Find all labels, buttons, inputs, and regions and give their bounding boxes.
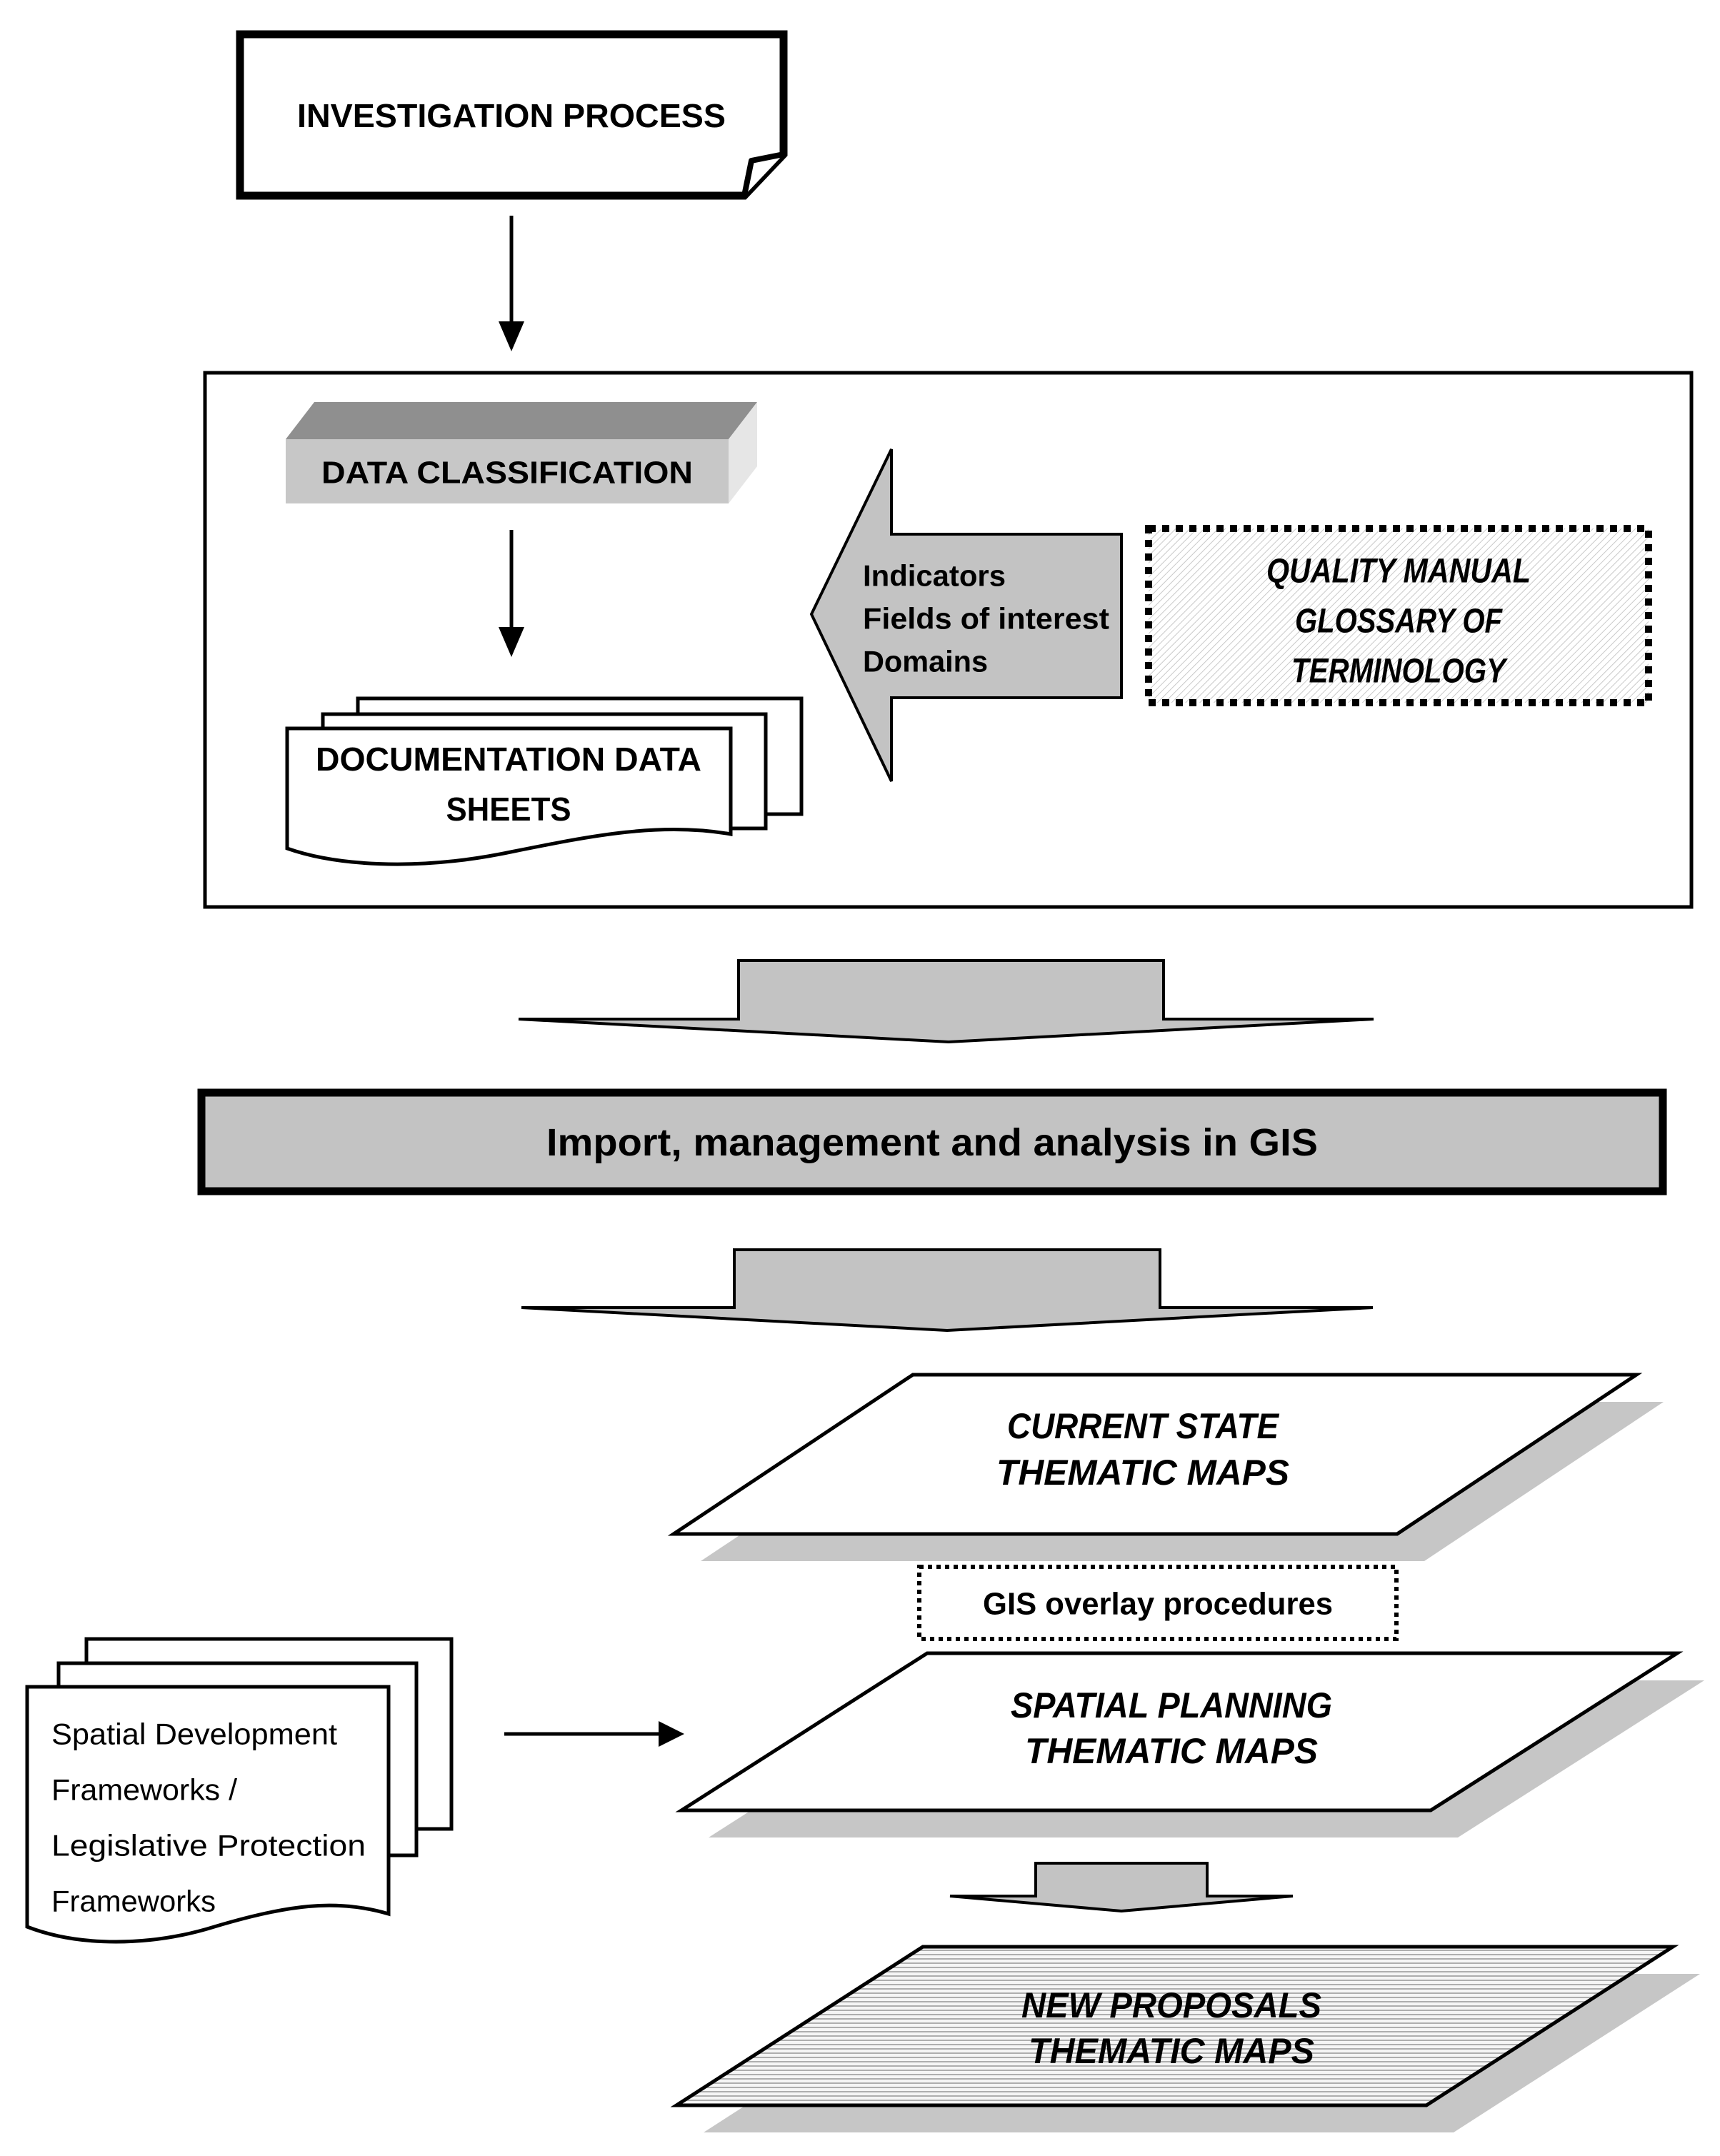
map-sheet	[670, 1945, 1679, 2107]
cube-front-face	[286, 439, 729, 503]
gis-overlay-box	[917, 1565, 1399, 1641]
frameworks-line1: Spatial Development	[51, 1718, 337, 1751]
investigation-process-node: INVESTIGATION PROCESS	[236, 30, 788, 200]
current-state-line2: THEMATIC MAPS	[996, 1453, 1289, 1493]
new-proposals-maps-node: NEW PROPOSALS THEMATIC MAPS	[670, 1945, 1700, 2132]
quality-manual-line2: GLOSSARY OF	[1295, 603, 1503, 641]
quality-manual-box	[1145, 525, 1652, 706]
investigation-process-label: INVESTIGATION PROCESS	[297, 97, 726, 134]
right-arrow-icon	[504, 1721, 684, 1747]
new-proposals-line2: THEMATIC MAPS	[1029, 2031, 1314, 2071]
documentation-sheets-label-line1: DOCUMENTATION DATA	[316, 741, 701, 778]
frameworks-documents-node: Spatial Development Frameworks / Legisla…	[25, 1637, 454, 1944]
new-proposals-line1: NEW PROPOSALS	[1021, 1985, 1321, 2025]
fat-down-arrow-icon	[949, 1862, 1294, 1913]
data-classification-node: DATA CLASSIFICATION	[286, 402, 757, 503]
documentation-sheets-label-line2: SHEETS	[446, 791, 571, 828]
quality-manual-line3: TERMINOLOGY	[1291, 653, 1508, 691]
inputs-line1: Indicators	[863, 559, 1006, 593]
current-state-line1: CURRENT STATE	[1007, 1406, 1280, 1446]
frameworks-line4: Frameworks	[51, 1885, 216, 1918]
current-state-maps-node: CURRENT STATE THEMATIC MAPS	[667, 1373, 1664, 1561]
gis-overlay-label: GIS overlay procedures	[983, 1587, 1333, 1622]
sheet-front	[285, 726, 733, 866]
map-sheet	[667, 1373, 1643, 1536]
sheet-front	[25, 1685, 391, 1944]
spatial-planning-line2: THEMATIC MAPS	[1025, 1731, 1318, 1771]
gis-banner-box	[197, 1088, 1667, 1195]
gis-overlay-node: GIS overlay procedures	[917, 1565, 1399, 1641]
down-arrow-icon	[499, 216, 524, 351]
frameworks-line3: Legislative Protection	[51, 1829, 366, 1862]
arrow-head	[499, 627, 524, 657]
frameworks-line2: Frameworks /	[51, 1773, 237, 1807]
fat-down-arrow-icon	[518, 959, 1374, 1044]
inputs-line3: Domains	[863, 645, 988, 678]
left-block-arrow-icon	[809, 448, 1123, 782]
gis-banner-label: Import, management and analysis in GIS	[546, 1121, 1318, 1164]
folded-corner-icon	[741, 151, 784, 196]
fat-down-arrow-icon	[521, 1248, 1374, 1333]
spatial-planning-line1: SPATIAL PLANNING	[1011, 1685, 1332, 1725]
gis-banner-node: Import, management and analysis in GIS	[197, 1088, 1667, 1195]
spatial-planning-maps-node: SPATIAL PLANNING THEMATIC MAPS	[675, 1651, 1704, 1837]
map-sheet	[675, 1651, 1684, 1812]
cube-top-face	[286, 402, 757, 439]
quality-manual-node: QUALITY MANUAL GLOSSARY OF TERMINOLOGY	[1145, 525, 1652, 706]
data-classification-label: DATA CLASSIFICATION	[321, 456, 693, 491]
classification-inputs-arrow: Indicators Fields of interest Domains	[809, 448, 1123, 782]
arrow-head	[499, 321, 524, 351]
arrow-head	[659, 1721, 684, 1747]
down-arrow-icon	[499, 530, 524, 657]
inputs-line2: Fields of interest	[863, 602, 1109, 636]
documentation-data-sheets-node: DOCUMENTATION DATA SHEETS	[285, 696, 804, 866]
quality-manual-line1: QUALITY MANUAL	[1266, 553, 1531, 591]
cube-side-face	[729, 402, 757, 503]
